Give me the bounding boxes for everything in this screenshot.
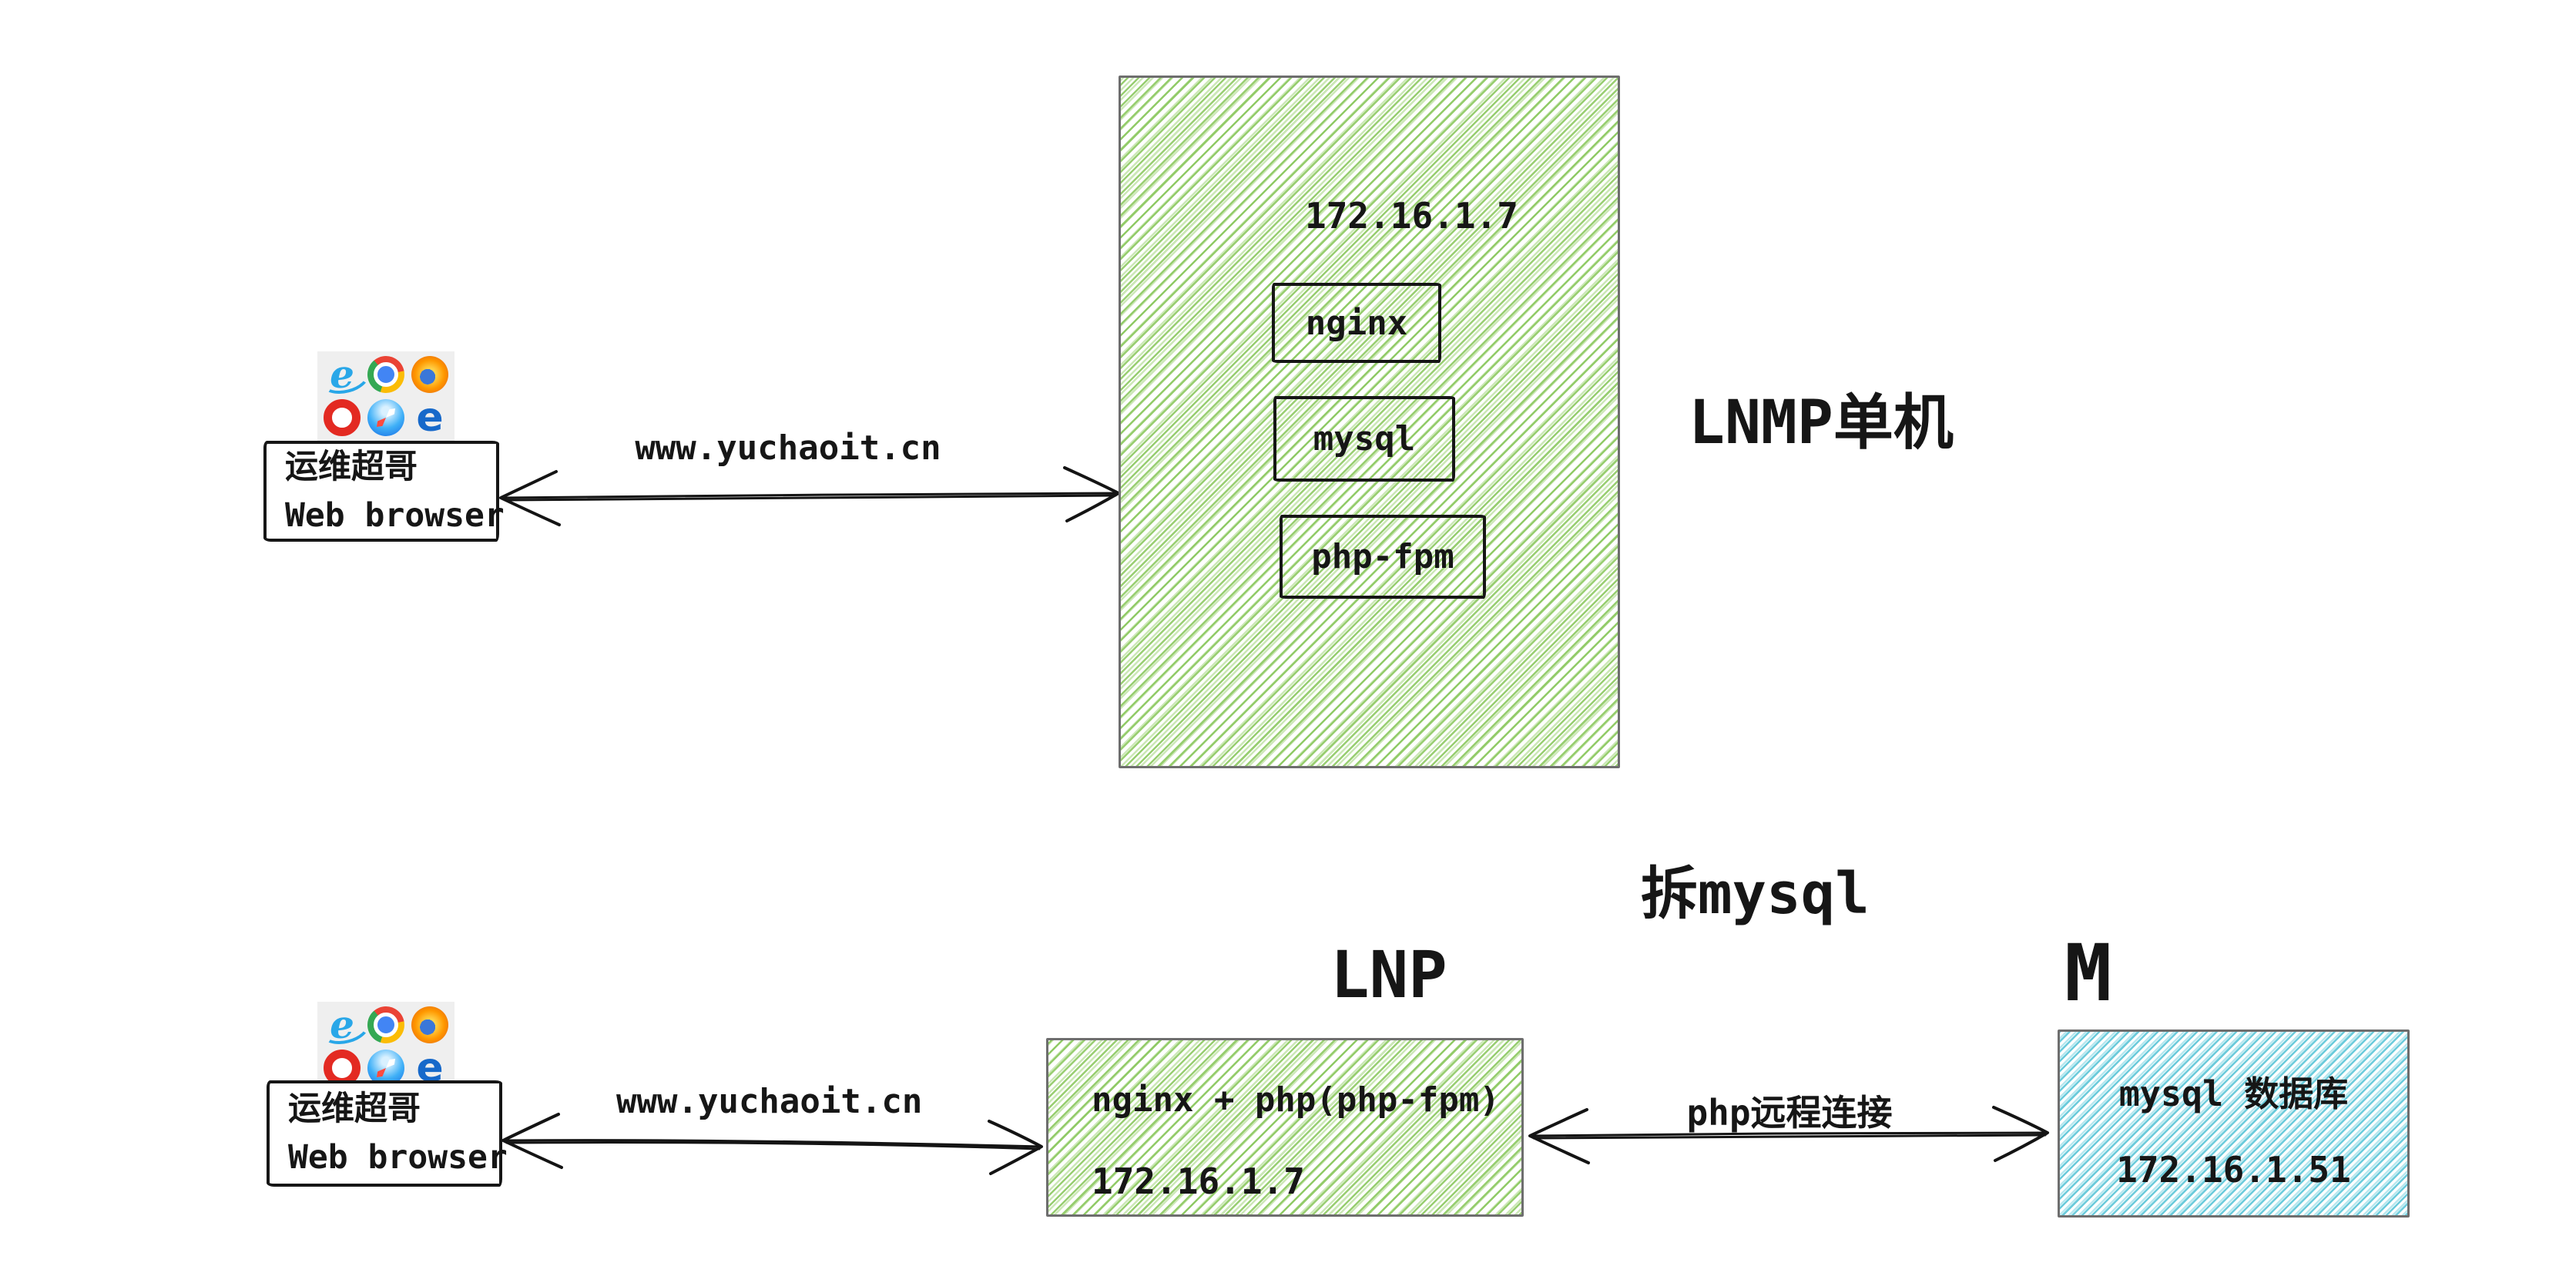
split-mysql-caption: 拆mysql <box>1641 861 1870 927</box>
php-remote-label: php远程连接 <box>1686 1092 1893 1134</box>
lnp-stack: nginx + php(php-fpm) <box>1092 1080 1500 1120</box>
client-name: 运维超哥 <box>285 447 418 486</box>
browser-icons-bottom <box>317 1002 454 1091</box>
arrow-top-request <box>499 466 1120 526</box>
ie-icon <box>324 356 361 393</box>
chrome-icon <box>367 356 404 393</box>
service-box-nginx: nginx <box>1272 283 1441 363</box>
client-name: 运维超哥 <box>288 1090 421 1129</box>
mysql-db-ip: 172.16.1.51 <box>2116 1149 2351 1191</box>
lnp-ip: 172.16.1.7 <box>1092 1160 1305 1202</box>
bottom-request-label: www.yuchaoit.cn <box>616 1082 923 1121</box>
db-title: M <box>2064 928 2112 1019</box>
arrow-bottom-request <box>501 1113 1043 1175</box>
lnp-box: nginx + php(php-fpm) 172.16.1.7 <box>1046 1038 1524 1217</box>
top-request-label: www.yuchaoit.cn <box>635 428 941 468</box>
client-device: Web browser <box>285 495 505 535</box>
client-box-top: 运维超哥 Web browser <box>263 441 505 542</box>
browser-icons-top <box>317 351 454 441</box>
lnp-title: LNP <box>1330 937 1447 1013</box>
firefox-icon <box>411 356 448 393</box>
service-box-php-fpm: php-fpm <box>1280 515 1486 599</box>
client-device: Web browser <box>288 1138 508 1177</box>
lnmp-host-ip: 172.16.1.7 <box>1305 195 1518 237</box>
mysql-db-box: mysql 数据库 172.16.1.51 <box>2058 1029 2410 1218</box>
chrome-icon <box>367 1006 404 1043</box>
safari-icon <box>367 399 404 436</box>
ie-icon <box>324 1006 361 1043</box>
lnmp-caption: LNMP单机 <box>1689 388 1954 458</box>
mysql-db-name: mysql 数据库 <box>2118 1073 2349 1114</box>
opera-icon <box>324 399 361 436</box>
edge-icon <box>411 399 448 436</box>
service-box-mysql: mysql <box>1273 396 1455 482</box>
firefox-icon <box>411 1006 448 1043</box>
client-box-bottom: 运维超哥 Web browser <box>267 1080 508 1187</box>
lnmp-host-box: 172.16.1.7 nginx mysql php-fpm <box>1119 76 1620 768</box>
